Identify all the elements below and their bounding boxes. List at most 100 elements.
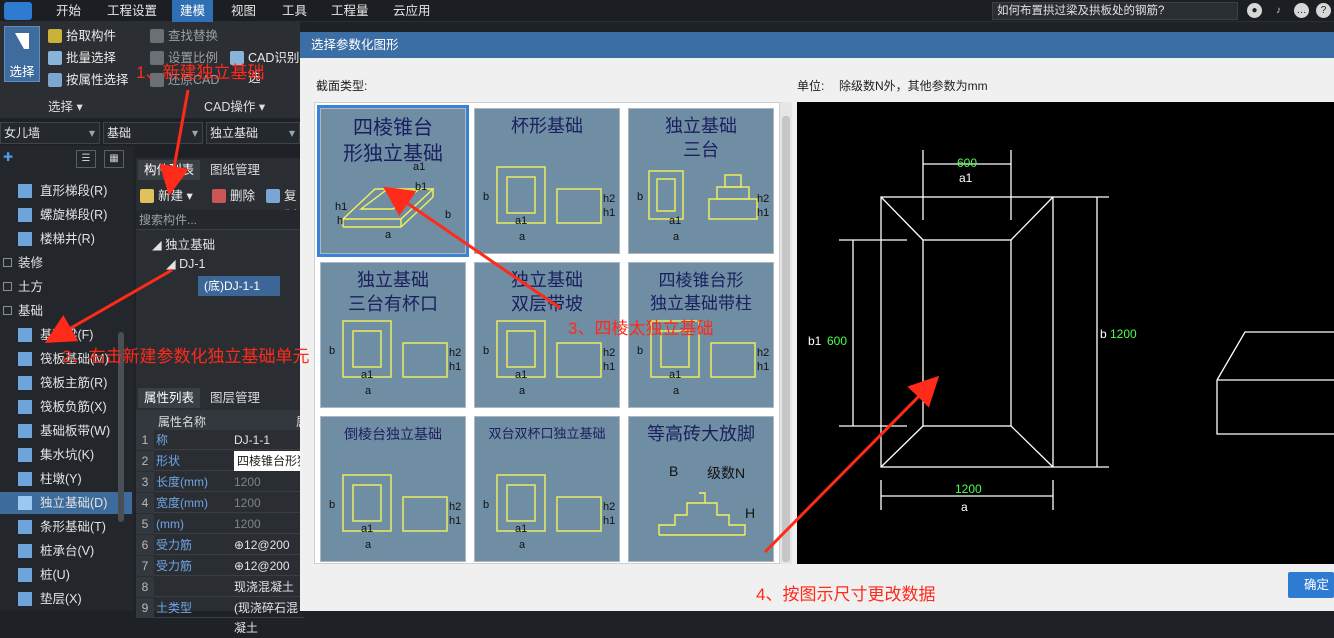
tab-cloud[interactable]: 云应用 [393, 4, 431, 18]
thumb-drawing [341, 188, 435, 228]
sidebar-item[interactable]: 筏板基础(M) [0, 348, 132, 370]
prop-value[interactable]: 1200 [234, 496, 261, 510]
bell-icon[interactable]: ♪ [1276, 5, 1281, 16]
prop-value[interactable]: ⊕12@200 [234, 559, 290, 573]
list-view-icon[interactable]: ☰ [76, 150, 96, 168]
grid-view-icon[interactable]: ▦ [104, 150, 124, 168]
tab-quantities[interactable]: 工程量 [331, 4, 369, 18]
thumb-label-b1: b1 [415, 181, 428, 193]
sidebar-item[interactable]: 楼梯井(R) [0, 228, 132, 250]
tab-view[interactable]: 视图 [231, 4, 257, 18]
cad-recognize-button[interactable]: CAD识别选 [230, 48, 300, 85]
pick-component-button[interactable]: 拾取构件 [48, 26, 116, 46]
tab-project-settings[interactable]: 工程设置 [107, 4, 158, 18]
sidebar-item[interactable]: 基础 [0, 300, 132, 322]
dim-b1-value: 600 [827, 334, 848, 348]
sidebar-item[interactable]: 桩(U) [0, 564, 132, 586]
help-search-input[interactable]: 如何布置拱过梁及拱板处的钢筋? [992, 2, 1238, 20]
chat-icon[interactable]: … [1294, 3, 1309, 18]
collapse-icon [3, 306, 12, 315]
attr-select-button[interactable]: 按属性选择 [48, 70, 129, 90]
scroll-thumb[interactable] [782, 116, 790, 562]
sidebar-item[interactable]: 筏板主筋(R) [0, 372, 132, 394]
sidebar-item[interactable]: 柱墩(Y) [0, 468, 132, 490]
tab-property-list[interactable]: 属性列表 [138, 388, 201, 408]
thumb-label-a1: a1 [413, 161, 426, 173]
prop-value[interactable]: 现浇混凝土 [234, 580, 295, 594]
thumb-label-a1: a1 [669, 215, 682, 227]
tree-root[interactable]: ◢ 独立基础 [152, 238, 216, 252]
pin-icon[interactable]: ✚ [3, 150, 14, 164]
floor-combo[interactable]: 女儿墙 [0, 122, 100, 144]
tab-tools[interactable]: 工具 [282, 4, 308, 18]
tree-leaf[interactable]: (底)DJ-1-1 [198, 276, 280, 296]
sidebar-item[interactable]: 筏板负筋(X) [0, 396, 132, 418]
sidebar-item[interactable]: 集水坑(K) [0, 444, 132, 466]
batch-select-button[interactable]: 批量选择 [48, 48, 116, 68]
avatar[interactable]: ● [1247, 3, 1262, 18]
sidebar-item[interactable]: 条形基础(T) [0, 516, 132, 538]
prop-name: 受力筋 [156, 559, 193, 573]
sidebar-item[interactable]: 直形梯段(R) [0, 180, 132, 202]
table-row[interactable]: 5(mm)1200 [136, 514, 304, 534]
prop-value[interactable]: ⊕12@200 [234, 538, 290, 552]
row-index: 4 [136, 493, 154, 513]
sidebar-item-label: 桩承台(V) [40, 544, 95, 558]
prop-value[interactable]: 四棱锥台形独 [234, 451, 304, 471]
thumb-drawing [650, 320, 756, 378]
sidebar-item-label: 螺旋梯段(R) [40, 208, 108, 222]
sidebar-item[interactable]: 垫层(X) [0, 588, 132, 610]
thumb-label-b: b [483, 345, 490, 357]
sidebar-item[interactable]: 土方 [0, 276, 132, 298]
thumb-label-a1: a1 [515, 215, 528, 227]
tab-layer-management[interactable]: 图层管理 [210, 391, 261, 405]
filter-combos: 女儿墙 基础 独立基础 [0, 122, 300, 144]
sidebar-item[interactable]: 装修 [0, 252, 132, 274]
help-icon[interactable]: ? [1316, 3, 1331, 18]
tab-modeling[interactable]: 建模 [172, 0, 214, 22]
tab-start[interactable]: 开始 [56, 4, 82, 18]
prop-value[interactable]: DJ-1-1 [234, 433, 271, 447]
tab-drawing-management[interactable]: 图纸管理 [210, 163, 261, 177]
app-logo[interactable] [4, 2, 32, 20]
sidebar-item[interactable]: 螺旋梯段(R) [0, 204, 132, 226]
type-combo[interactable]: 独立基础 [206, 122, 300, 144]
prop-value[interactable]: 1200 [234, 475, 261, 489]
component-search-input[interactable]: 搜索构件... [136, 210, 304, 230]
nav-scrollbar[interactable] [118, 332, 124, 522]
delete-icon [212, 189, 226, 203]
select-button[interactable]: 选择 [4, 26, 40, 82]
ok-button[interactable]: 确定 [1288, 572, 1334, 598]
sidebar-item[interactable]: 基础板带(W) [0, 420, 132, 442]
sidebar-item[interactable]: 独立基础(D) [0, 492, 132, 514]
set-ratio-button[interactable]: 设置比例 [150, 48, 218, 68]
ratio-icon [150, 51, 164, 65]
sidebar-item-label: 直形梯段(R) [40, 184, 108, 198]
thumb-subtitle: 双层带坡 [511, 294, 583, 315]
thumb-label-a: a [365, 385, 372, 397]
rebar-icon [18, 376, 32, 390]
delete-component-button[interactable]: 删除 [212, 186, 255, 206]
restore-cad-button[interactable]: 还原CAD [150, 70, 219, 90]
cad-icon [230, 51, 244, 65]
sidebar-item[interactable]: 桩承台(V) [0, 540, 132, 562]
find-replace-button[interactable]: 查找替换 [150, 26, 218, 46]
tree-child[interactable]: ◢ DJ-1 [166, 257, 206, 271]
prop-value[interactable]: 1200 [234, 517, 261, 531]
